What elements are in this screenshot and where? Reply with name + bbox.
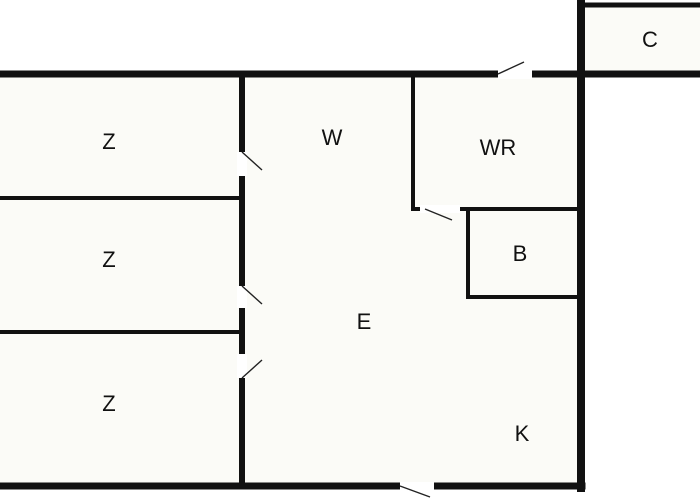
room-label-bedroom-1: Z — [102, 129, 115, 154]
room-label-bedroom-2: Z — [102, 247, 115, 272]
floor-closet — [580, 4, 700, 74]
floor-areas — [0, 4, 700, 486]
floor-main — [0, 74, 580, 486]
room-label-washroom: WR — [480, 135, 517, 160]
room-label-bedroom-3: Z — [102, 391, 115, 416]
room-label-closet: C — [642, 27, 658, 52]
door-bedroom-3 — [237, 354, 263, 379]
room-labels: Z Z Z W E K WR B C — [102, 27, 658, 446]
room-label-living: W — [322, 125, 343, 150]
doors — [237, 61, 532, 498]
room-label-hall: E — [357, 309, 372, 334]
room-label-bathroom: B — [513, 241, 528, 266]
room-label-kitchen: K — [515, 421, 530, 446]
door-washroom — [420, 205, 460, 221]
door-entrance — [399, 482, 434, 498]
door-closet-passage — [497, 61, 532, 79]
door-bedroom-1 — [237, 151, 263, 176]
door-bedroom-2 — [237, 285, 263, 308]
